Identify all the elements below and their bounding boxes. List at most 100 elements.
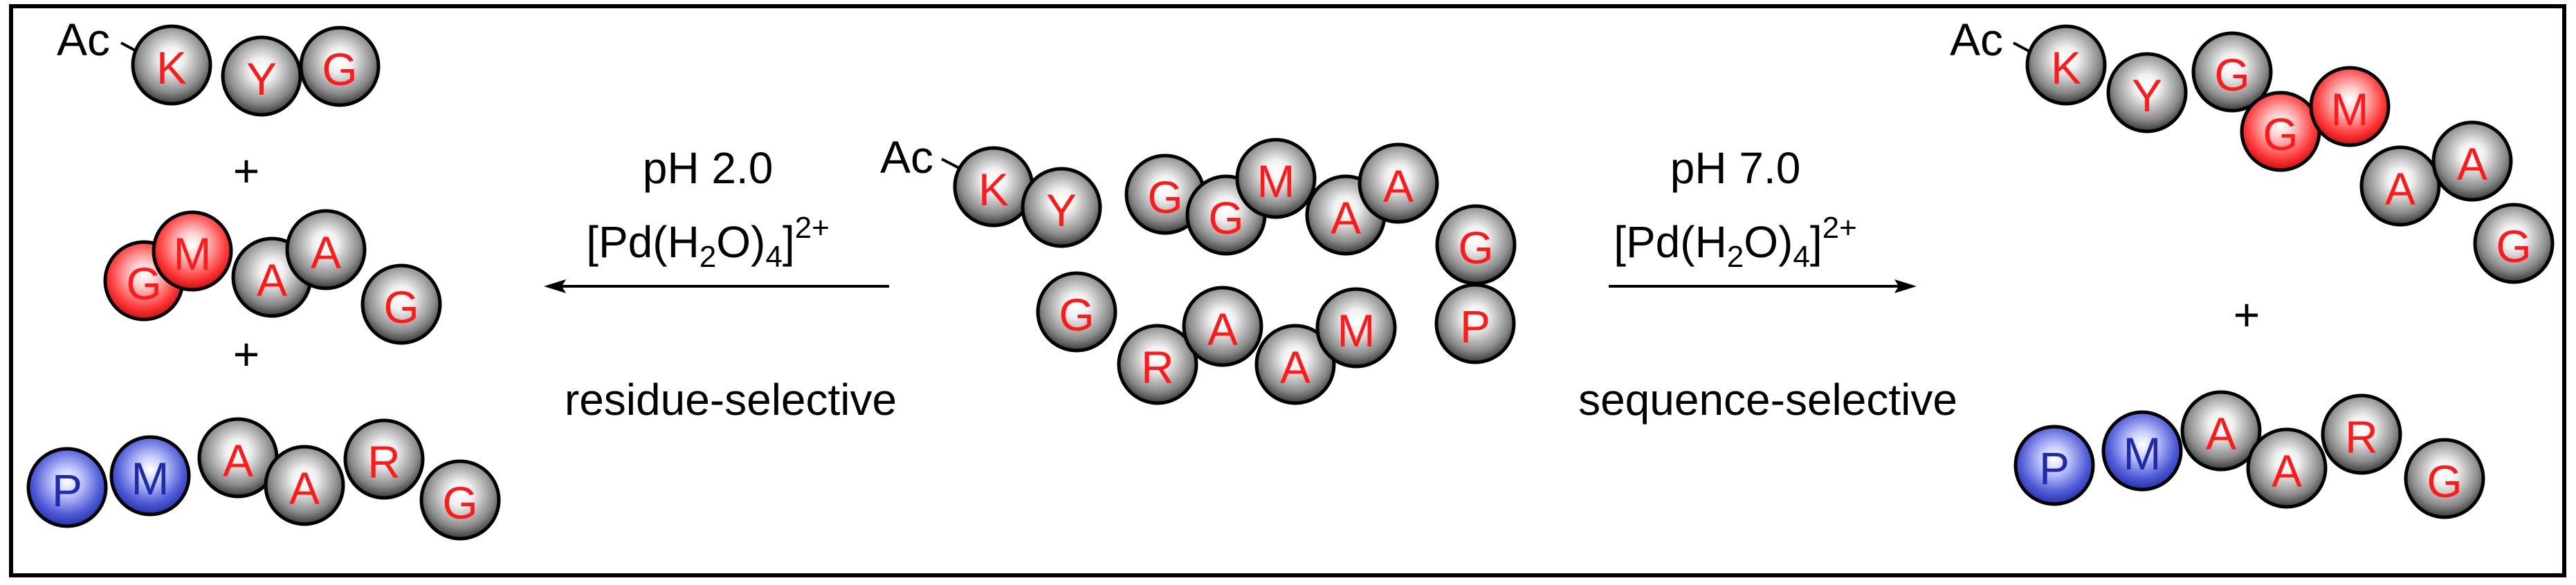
start-residue-5: M xyxy=(1235,138,1317,219)
right-frag2-residue-3-letter: A xyxy=(2206,408,2236,459)
right-frag1-residue-5: M xyxy=(2309,66,2391,147)
right-frag1-residue-1: K xyxy=(2025,24,2107,106)
left-frag1-residue-3: G xyxy=(299,26,381,107)
left-frag1-cap: Ac xyxy=(57,14,110,65)
left-frag2-residue-4-letter: A xyxy=(311,227,341,278)
right-frag1-residue-1-letter: K xyxy=(2051,42,2081,93)
left-frag3-residue-2-letter: M xyxy=(131,453,170,504)
start-residue-2-letter: Y xyxy=(1046,185,1077,236)
start-residue-1-letter: K xyxy=(978,164,1009,215)
start-residue-10-bead xyxy=(1117,324,1198,405)
left-frag3-residue-4: A xyxy=(264,445,345,526)
start-residue-8: G xyxy=(1435,204,1517,286)
start-residue-10: R xyxy=(1117,324,1198,405)
right-arrow-head xyxy=(1894,279,1917,293)
left-frag2-residue-2: M xyxy=(152,210,233,292)
left-frag3-residue-3: A xyxy=(197,417,279,499)
start-residue-3: G xyxy=(1124,154,1206,235)
start-residue-13: M xyxy=(1315,287,1397,369)
start-residue-2-bead xyxy=(1021,167,1102,248)
left-frag1-residue-2-bead xyxy=(221,35,302,117)
right-frag1-residue-8-letter: G xyxy=(2496,221,2531,272)
right-frag1-residue-3-bead xyxy=(2191,31,2273,113)
start-residue-1: K xyxy=(953,146,1034,228)
left-frag2-residue-5-letter: G xyxy=(383,281,419,333)
right-frag1-residue-5-bead xyxy=(2309,66,2391,147)
right-catalyst-label: [Pd(H2O)4]2+ xyxy=(1614,211,1857,274)
left-mode-label: residue-selective xyxy=(565,375,897,425)
left-frag3-residue-6: G xyxy=(419,459,501,541)
start-residue-7-bead xyxy=(1358,142,1439,224)
left-frag3-residue-5-bead xyxy=(343,418,425,500)
left-frag3-residue-1-bead xyxy=(26,447,108,528)
start-residue-2: Y xyxy=(1021,167,1102,248)
left-frag2-residue-2-bead xyxy=(152,210,233,292)
start-residue-12-bead xyxy=(1254,324,1336,405)
right-frag2-residue-5-bead xyxy=(2321,393,2402,475)
right-frag1-residue-6-letter: A xyxy=(2385,163,2415,214)
right-plus: + xyxy=(2234,289,2260,340)
left-plus-1: + xyxy=(233,145,260,196)
right-frag1-residue-7: A xyxy=(2431,120,2513,202)
right-frag1-residue-5-letter: M xyxy=(2331,84,2369,135)
right-ph-label: pH 7.0 xyxy=(1670,143,1801,193)
right-frag1-residue-4-letter: G xyxy=(2263,109,2298,160)
left-frag3-residue-2: M xyxy=(109,435,191,517)
right-frag2-residue-6: G xyxy=(2404,438,2485,519)
right-frag2-residue-2-letter: M xyxy=(2123,428,2162,479)
left-frag2-residue-5: G xyxy=(360,263,442,345)
start-residue-11: A xyxy=(1182,286,1263,367)
right-frag1-residue-8-bead xyxy=(2473,203,2555,284)
right-frag2-residue-6-bead xyxy=(2404,438,2485,519)
start-residue-11-bead xyxy=(1182,286,1263,367)
left-frag3-residue-2-bead xyxy=(109,435,191,517)
start-residue-14-bead xyxy=(1434,283,1516,364)
start-residue-9-bead xyxy=(1036,271,1117,353)
start-residue-11-letter: A xyxy=(1207,304,1238,355)
right-frag1-residue-2-bead xyxy=(2106,52,2188,133)
left-frag1-residue-2: Y xyxy=(221,35,302,117)
start-residue-5-letter: M xyxy=(1257,156,1295,207)
left-frag1-residue-3-bead xyxy=(299,26,381,107)
right-frag1-cap: Ac xyxy=(1950,14,2003,65)
start-residue-14-letter: P xyxy=(1460,301,1490,352)
start-residue-13-bead xyxy=(1315,287,1397,369)
right-frag1-residue-3-letter: G xyxy=(2214,49,2249,100)
right-frag1-residue-6: A xyxy=(2359,145,2441,227)
start-residue-9: G xyxy=(1036,271,1117,353)
right-frag2-residue-3: A xyxy=(2180,390,2262,472)
left-frag2-residue-3-letter: A xyxy=(257,254,287,306)
start-residue-14: P xyxy=(1434,283,1516,364)
start-residue-12-letter: A xyxy=(1280,342,1310,393)
left-frag2-residue-4-bead xyxy=(285,209,367,290)
right-frag2-residue-1-bead xyxy=(2013,425,2095,506)
left-frag1-residue-1-bead xyxy=(131,24,212,106)
right-frag2-residue-4: A xyxy=(2246,427,2328,509)
start-residue-3-letter: G xyxy=(1147,171,1182,223)
left-frag1-residue-1-letter: K xyxy=(156,42,187,93)
left-frag2-residue-5-bead xyxy=(360,263,442,345)
right-frag1-residue-6-bead xyxy=(2359,145,2441,227)
start-residue-4-letter: G xyxy=(1208,192,1243,243)
left-frag2-residue-2-letter: M xyxy=(174,228,212,279)
right-frag1-residue-2-letter: Y xyxy=(2132,70,2162,121)
left-frag1-residue-3-letter: G xyxy=(322,44,357,95)
right-frag2-residue-5: R xyxy=(2321,393,2402,475)
start-residue-7-letter: A xyxy=(1383,160,1414,212)
left-plus-2: + xyxy=(233,328,260,380)
left-frag3-residue-5: R xyxy=(343,418,425,500)
right-frag1-residue-8: G xyxy=(2473,203,2555,284)
start-residue-12: A xyxy=(1254,324,1336,405)
right-frag2-residue-6-letter: G xyxy=(2427,456,2462,507)
right-frag1-residue-3: G xyxy=(2191,31,2273,113)
left-arrow-head xyxy=(544,279,566,293)
left-frag3-residue-4-letter: A xyxy=(289,463,320,514)
start-residue-5-bead xyxy=(1235,138,1317,219)
right-frag2-residue-3-bead xyxy=(2180,390,2262,472)
